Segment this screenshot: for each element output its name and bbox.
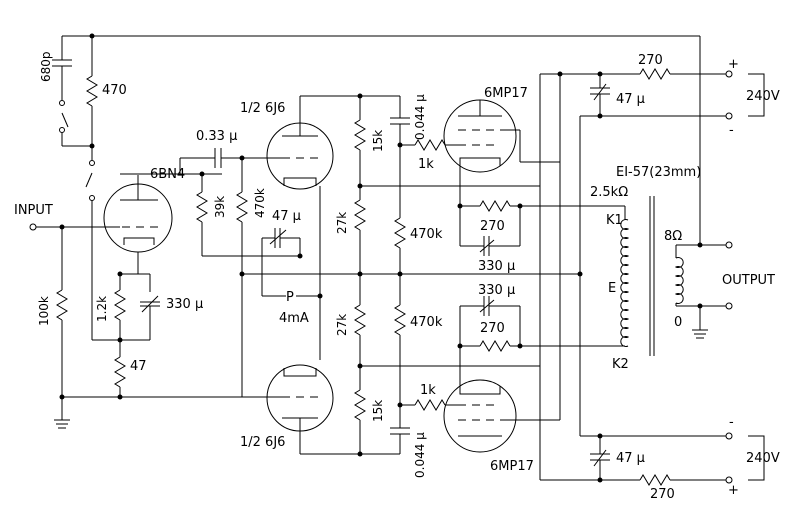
c-47-mid-label: 47 μ xyxy=(272,209,301,224)
r-270-cath-top-label: 270 xyxy=(480,219,505,234)
c-0044-top-label: 0.044 μ xyxy=(413,94,427,140)
tube-6mp17-bottom xyxy=(443,346,560,453)
cathode-network xyxy=(92,271,160,400)
meter-label: 4mA xyxy=(279,311,309,326)
e-label: E xyxy=(608,281,616,296)
r-270-cath-bottom-label: 270 xyxy=(480,321,505,336)
r-270-psu-bottom-label: 270 xyxy=(650,487,675,502)
r-27k-bottom-label: 27k xyxy=(335,314,349,336)
plus-bottom-label: + xyxy=(728,483,739,498)
r-47-label: 47 xyxy=(130,359,147,374)
c-330-top-label: 330 μ xyxy=(478,259,515,274)
r-1k-bottom-label: 1k xyxy=(420,383,436,398)
r-270-psu-top-label: 270 xyxy=(638,53,663,68)
k2-label: K2 xyxy=(612,357,629,372)
c-0044-bottom-label: 0.044 μ xyxy=(413,432,427,478)
minus-top-label: - xyxy=(729,123,734,138)
meter-p-label: P xyxy=(286,290,294,305)
k1-label: K1 xyxy=(606,213,623,228)
primary-impedance-label: 2.5kΩ xyxy=(590,185,628,200)
r-470k-bottom-label: 470k xyxy=(410,315,443,330)
output-cathodes xyxy=(457,200,625,352)
tube-6j6-top-label: 1/2 6J6 xyxy=(240,101,285,116)
tube-6mp17-top xyxy=(443,99,521,206)
c-330-cath-label: 330 μ xyxy=(166,297,203,312)
secondary-impedance-label: 8Ω xyxy=(664,229,682,244)
tube-6j6-bottom-label: 1/2 6J6 xyxy=(240,435,285,450)
coupling-network xyxy=(179,148,300,397)
tube-6mp17-bottom-label: 6MP17 xyxy=(490,459,534,474)
input-label: INPUT xyxy=(14,203,53,218)
plate-load-ladder xyxy=(354,93,540,457)
labels: INPUT OUTPUT 6BN4 1/2 6J6 1/2 6J6 6MP17 … xyxy=(14,51,780,502)
tube-6j6-bottom xyxy=(242,364,400,455)
c-47-psu-top-label: 47 μ xyxy=(616,92,645,107)
r-1k-top-label: 1k xyxy=(418,157,434,172)
tube-6bn4-label: 6BN4 xyxy=(150,167,185,182)
r-470-label: 470 xyxy=(102,83,127,98)
voltage-top-label: 240V xyxy=(746,89,780,104)
r-470k-a-label: 470k xyxy=(253,188,267,218)
minus-bottom-label: - xyxy=(729,415,734,430)
power-rails xyxy=(520,68,765,486)
r-15k-top-label: 15k xyxy=(371,130,385,152)
voltage-bottom-label: 240V xyxy=(746,451,780,466)
r-470k-top-label: 470k xyxy=(410,227,443,242)
r-12k-label: 1.2k xyxy=(95,296,109,322)
c-47-psu-bottom-label: 47 μ xyxy=(616,451,645,466)
tube-6j6-top xyxy=(266,95,400,360)
r-39k-label: 39k xyxy=(213,196,227,218)
input-terminal xyxy=(29,223,37,231)
c-033-label: 0.33 μ xyxy=(196,129,237,144)
output-transformer xyxy=(620,196,733,356)
transformer-label: EI-57(23mm) xyxy=(616,165,701,180)
balance-network xyxy=(242,228,580,299)
zero-label: 0 xyxy=(674,315,682,330)
c-680p-label: 680p xyxy=(39,51,53,82)
c-330-bottom-label: 330 μ xyxy=(478,283,515,298)
input-wiring xyxy=(29,223,242,429)
plus-top-label: + xyxy=(728,57,739,72)
output-label: OUTPUT xyxy=(722,273,775,288)
output-coupling xyxy=(390,96,458,454)
tube-6mp17-top-label: 6MP17 xyxy=(484,86,528,101)
feedback-network xyxy=(52,33,701,340)
r-15k-bottom-label: 15k xyxy=(371,400,385,422)
r-27k-top-label: 27k xyxy=(335,212,349,234)
tube-6bn4 xyxy=(103,173,222,274)
r-100k-label: 100k xyxy=(37,296,51,326)
